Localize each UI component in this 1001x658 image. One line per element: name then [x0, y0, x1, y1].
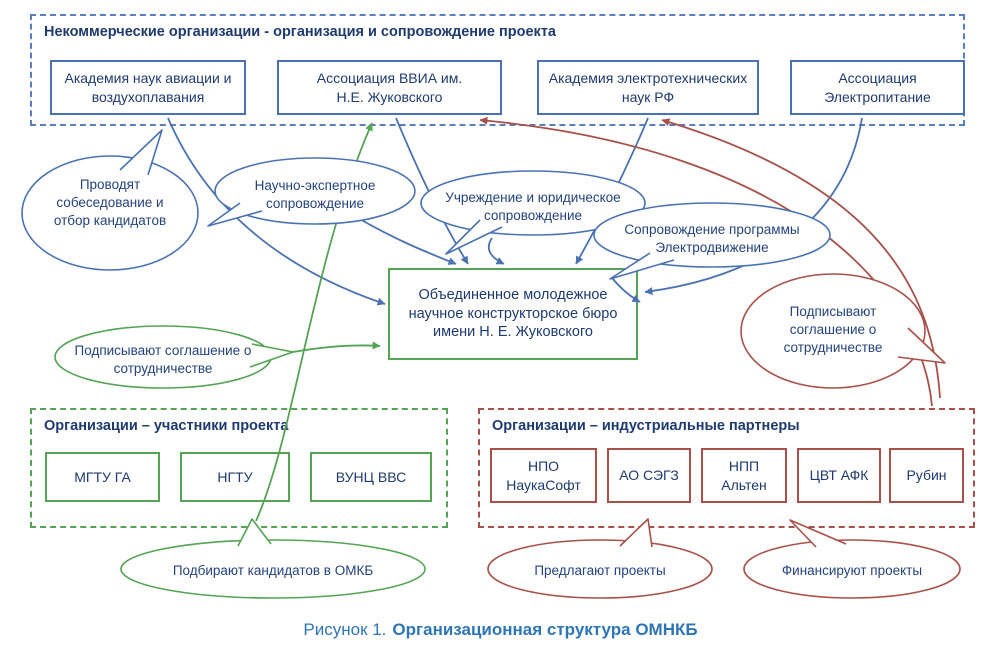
figure-caption: Рисунок 1. Организационная структура ОМНК… [0, 620, 1001, 640]
org-box-npp-alten: НПП Альтен [701, 448, 787, 503]
bubble-agreement-green-label: Подписывают соглашение о сотрудничестве [74, 343, 252, 376]
bubble-interview-tail [119, 129, 163, 176]
org-box-ngtu: НГТУ [180, 452, 290, 502]
org-box-electrotech-academy: Академия электротехнических наук РФ [537, 60, 759, 115]
bubble-agreement-red-label: Подписывают соглашение о сотрудничестве [783, 304, 883, 355]
org-box-mgtu-ga: МГТУ ГА [45, 452, 160, 502]
org-box-ao-segz: АО СЭГЗ [607, 448, 691, 503]
arrow-industrial-to-vvia [479, 116, 933, 407]
central-bureau-box: Объединенное молодежное научное конструк… [388, 268, 638, 360]
group-industrial: Организации – индустриальные партнеры [478, 408, 975, 528]
bubble-finance-label: Финансируют проекты [781, 563, 923, 578]
org-box-vunc-vvs: ВУНЦ ВВС [310, 452, 432, 502]
group-participants-title: Организации – участники проекта [44, 418, 289, 434]
arrow-electropitanie-to-bureau [644, 117, 863, 295]
figure-caption-title: Организационная структура ОМНКБ [392, 620, 698, 639]
org-box-rubin: Рубин [889, 448, 964, 503]
bubble-legal-label: Учреждение и юридическое сопровождение [445, 190, 621, 223]
bubble-interview-label: Проводят собеседование и отбор кандидато… [53, 177, 167, 228]
bubble-propose-label: Предлагают проекты [534, 563, 666, 578]
arrow-legal-bubble-to-bureau [487, 237, 505, 265]
group-industrial-title: Организации – индустриальные партнеры [492, 418, 800, 434]
arrow-green-agreement-to-bureau [292, 341, 381, 353]
org-box-electropitanie-association: Ассоциация Электропитание [790, 60, 965, 115]
org-box-vvia-association: Ассоциация ВВИА им. Н.Е. Жуковского [277, 60, 502, 115]
bubble-program-label: Сопровождение программы Электродвижение [624, 222, 800, 255]
arrow-expert-bubble-to-bureau [357, 217, 457, 265]
org-box-aviation-academy: Академия наук авиации и воздухоплавания [50, 60, 246, 115]
bubble-legal-tail [445, 219, 503, 255]
org-box-npo-naukasoft: НПО НаукаСофт [490, 448, 597, 503]
group-noncommercial-title: Некоммерческие организации - организация… [44, 24, 556, 40]
bubble-expert-label: Научно-экспертное сопровождение [254, 178, 376, 211]
org-box-cvt-afk: ЦВТ АФК [797, 448, 881, 503]
bubble-recruit-label: Подбирают кандидатов в ОМКБ [172, 563, 374, 578]
figure-caption-prefix: Рисунок 1. [303, 620, 387, 639]
bubble-agreement-red-tail [897, 327, 946, 364]
